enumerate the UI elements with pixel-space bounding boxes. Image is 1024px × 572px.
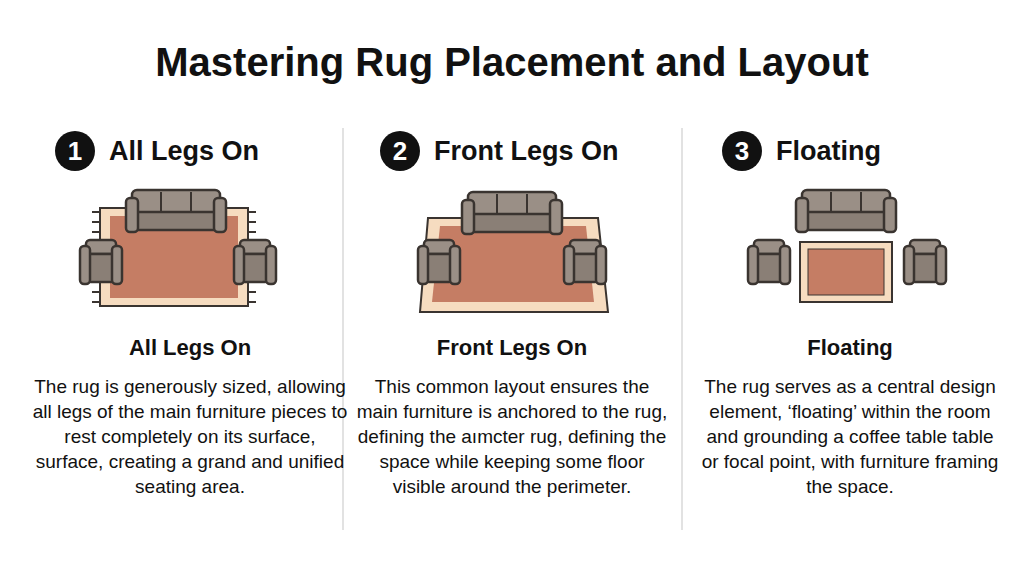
step-title: Floating	[776, 136, 881, 167]
option-title: Floating	[690, 335, 1010, 361]
step-heading: 3 Floating	[722, 131, 881, 171]
option-description: This common layout ensures the main furn…	[354, 374, 670, 499]
option-title: All Legs On	[30, 335, 350, 361]
step-title: All Legs On	[109, 136, 259, 167]
option-description: The rug is generously sized, allowing al…	[32, 374, 348, 499]
step-number: 1	[55, 131, 95, 171]
step-heading: 2 Front Legs On	[380, 131, 619, 171]
step-heading: 1 All Legs On	[55, 131, 259, 171]
diagram-title: Mastering Rug Placement and Layout	[0, 40, 1024, 85]
option-description: The rug serves as a central design eleme…	[700, 374, 1000, 499]
option-title: Front Legs On	[352, 335, 672, 361]
step-title: Front Legs On	[434, 136, 619, 167]
step-number: 3	[722, 131, 762, 171]
step-number: 2	[380, 131, 420, 171]
